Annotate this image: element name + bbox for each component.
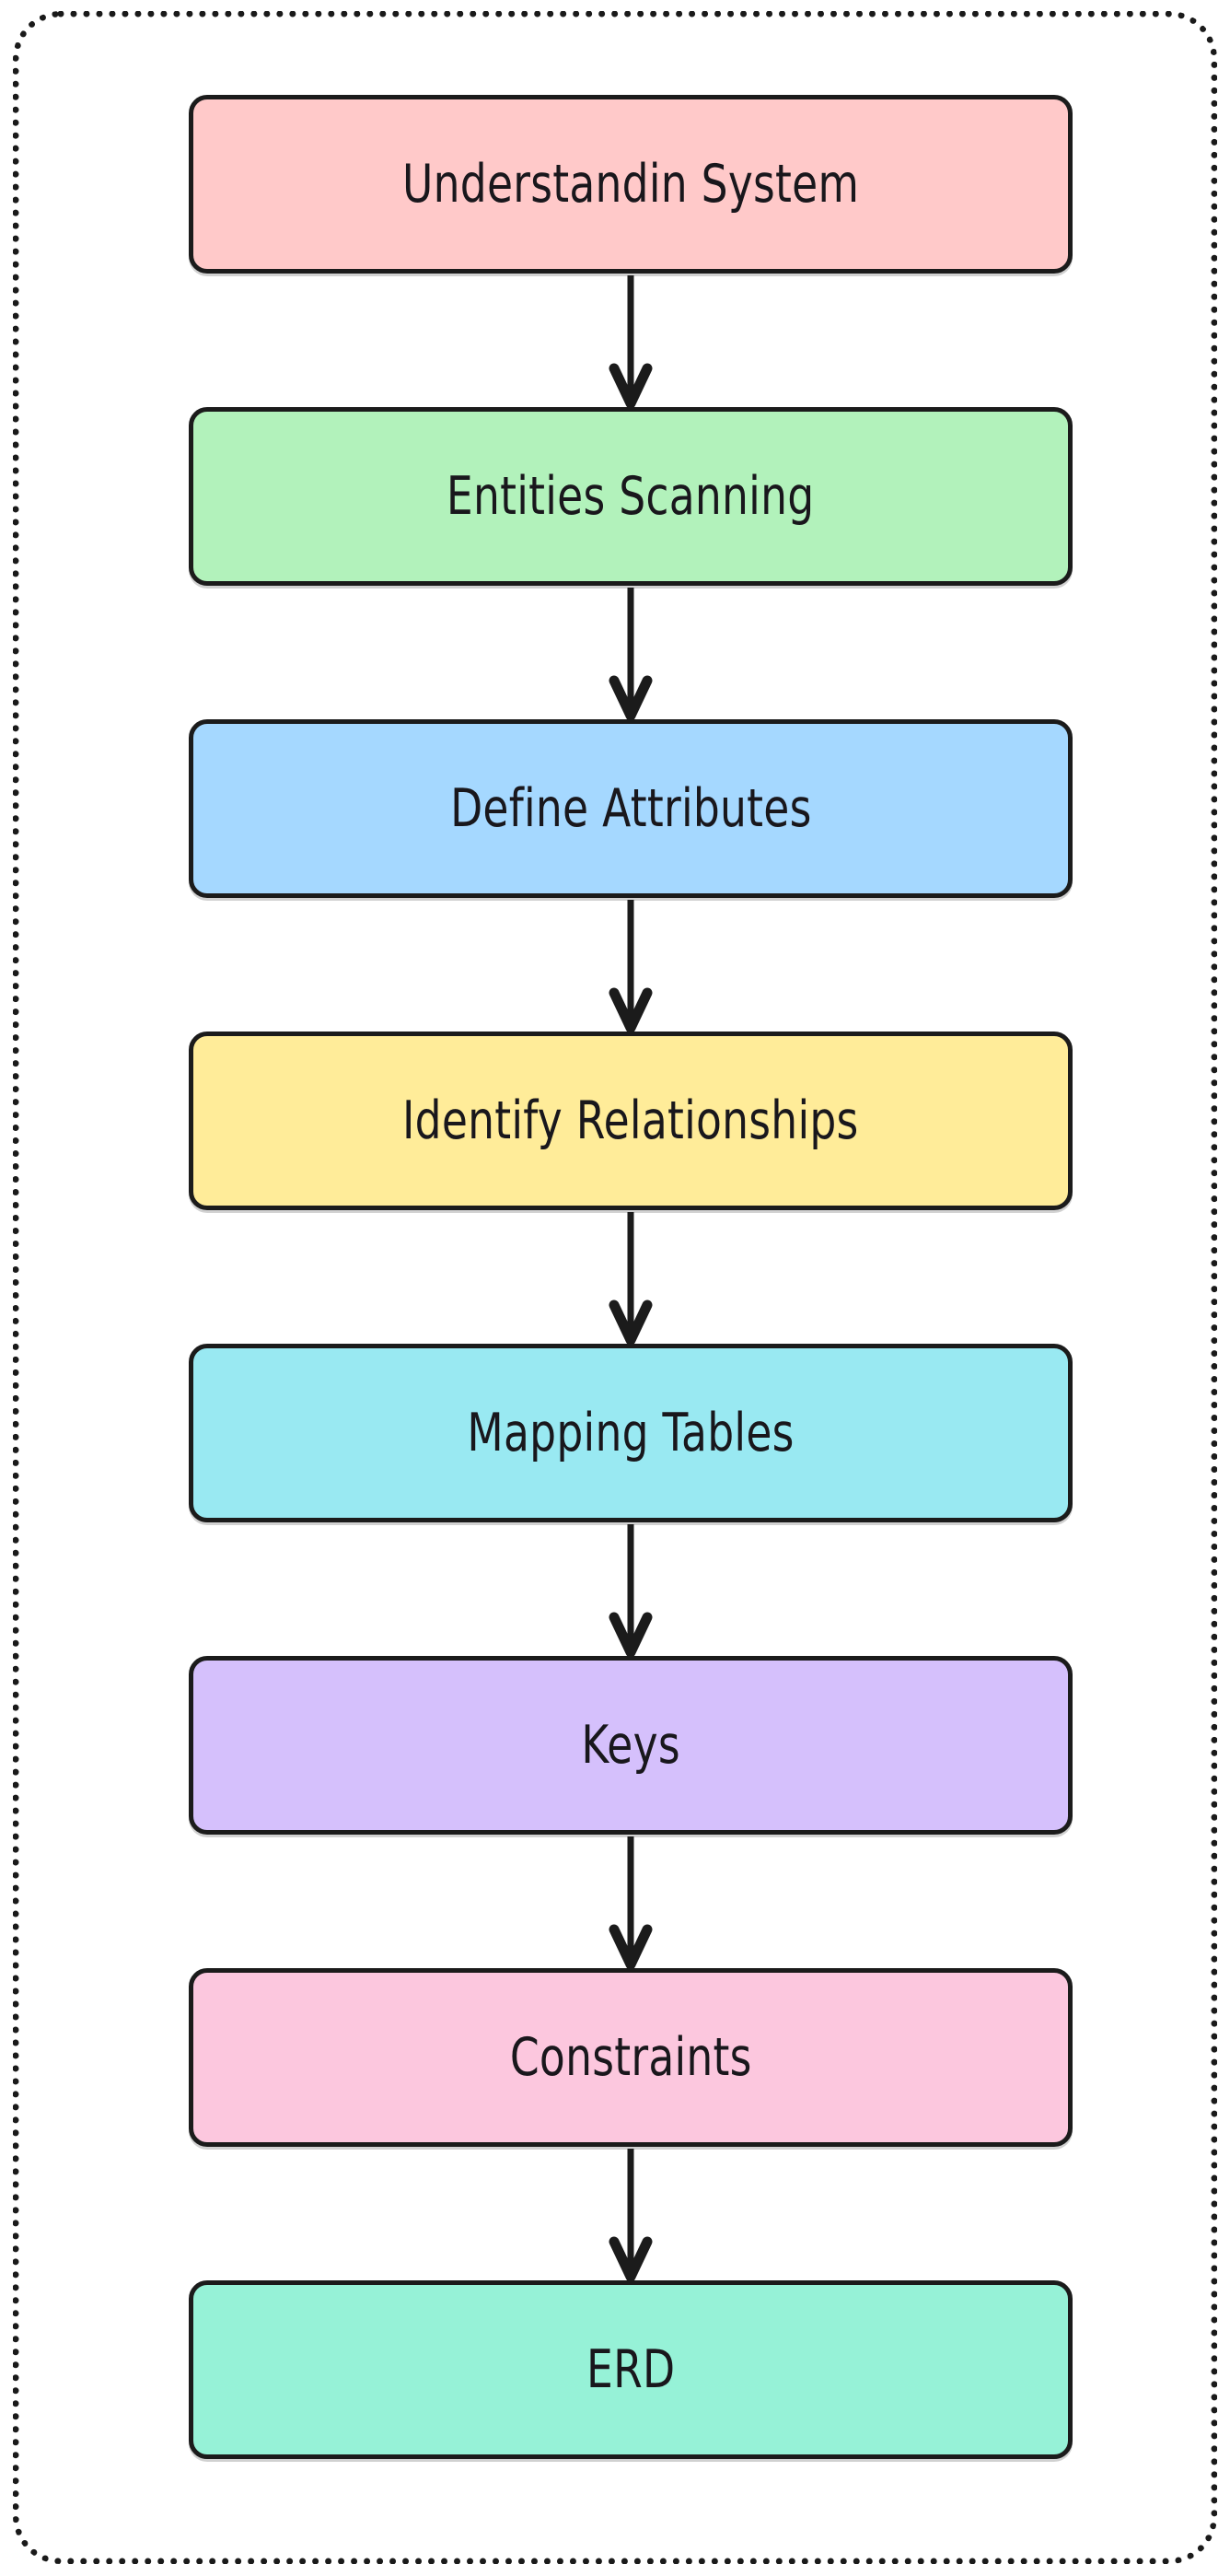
flow-edge-n3-to-n4 xyxy=(189,898,1073,1032)
flow-edge-n6-to-n7 xyxy=(189,1835,1073,1968)
flow-arrow-icon xyxy=(609,1524,653,1656)
flow-step: Constraints xyxy=(189,1968,1073,2147)
flow-node-label: Keys xyxy=(581,1714,680,1776)
flow-step: Mapping Tables xyxy=(189,1344,1073,1522)
flow-step: Keys xyxy=(189,1656,1073,1835)
flow-arrow-icon xyxy=(609,900,653,1032)
flow-edge-n4-to-n5 xyxy=(189,1210,1073,1344)
flow-edge-n5-to-n6 xyxy=(189,1522,1073,1656)
flow-arrow-icon xyxy=(609,275,653,407)
flow-node-n2[interactable]: Entities Scanning xyxy=(189,407,1073,586)
flow-step: Define Attributes xyxy=(189,719,1073,898)
flow-node-n7[interactable]: Constraints xyxy=(189,1968,1073,2147)
flow-node-n8[interactable]: ERD xyxy=(189,2280,1073,2459)
flow-node-n6[interactable]: Keys xyxy=(189,1656,1073,1835)
flow-step: Understandin System xyxy=(189,95,1073,274)
flow-node-label: ERD xyxy=(586,2338,676,2400)
flow-step: ERD xyxy=(189,2280,1073,2459)
flow-arrow-icon xyxy=(609,1212,653,1344)
flow-step: Entities Scanning xyxy=(189,407,1073,586)
flow-edge-n2-to-n3 xyxy=(189,586,1073,719)
flow-arrow-icon xyxy=(609,1836,653,1968)
flow-node-label: Identify Relationships xyxy=(402,1090,859,1151)
flow-node-label: Entities Scanning xyxy=(447,465,815,527)
flow-node-n5[interactable]: Mapping Tables xyxy=(189,1344,1073,1522)
flow-edge-n7-to-n8 xyxy=(189,2147,1073,2280)
flow-edge-n1-to-n2 xyxy=(189,274,1073,407)
flow-node-label: Understandin System xyxy=(401,153,860,215)
flow-step: Identify Relationships xyxy=(189,1032,1073,1210)
flow-arrow-icon xyxy=(609,588,653,719)
flow-node-n4[interactable]: Identify Relationships xyxy=(189,1032,1073,1210)
flow-node-n1[interactable]: Understandin System xyxy=(189,95,1073,274)
flow-node-n3[interactable]: Define Attributes xyxy=(189,719,1073,898)
flow-arrow-icon xyxy=(609,2149,653,2280)
flow-node-label: Define Attributes xyxy=(449,777,812,839)
flow-node-label: Constraints xyxy=(509,2026,752,2088)
flow-node-label: Mapping Tables xyxy=(467,1402,795,1463)
